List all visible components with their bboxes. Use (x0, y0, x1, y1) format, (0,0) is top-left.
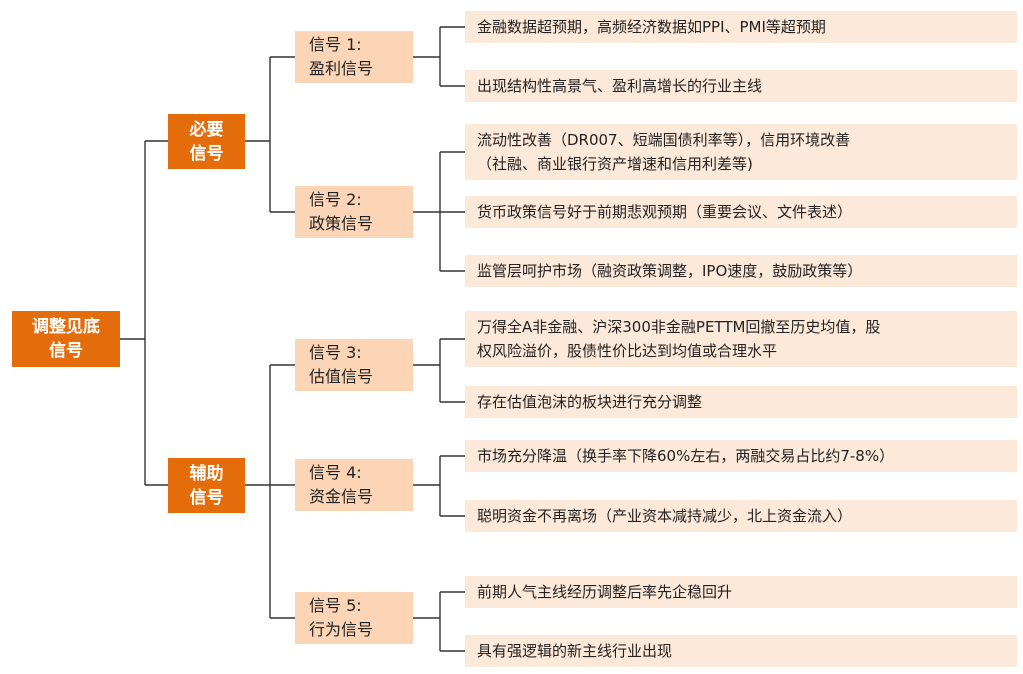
detail-item: 前期人气主线经历调整后率先企稳回升 (465, 576, 1017, 608)
signal-1: 信号 1: 盈利信号 (295, 31, 413, 83)
detail-item: 具有强逻辑的新主线行业出现 (465, 635, 1017, 667)
detail-item: 出现结构性高景气、盈利高增长的行业主线 (465, 70, 1017, 102)
signal-label: 信号 3: 估值信号 (309, 343, 374, 386)
detail-item: 万得全A非金融、沪深300非金融PETTM回撤至历史均值，股 权风险溢价，股债性… (465, 311, 1017, 367)
detail-item: 流动性改善（DR007、短端国债利率等），信用环境改善 （社融、商业银行资产增速… (465, 124, 1017, 180)
signal-4: 信号 4: 资金信号 (295, 459, 413, 511)
signal-label: 信号 2: 政策信号 (309, 190, 374, 233)
detail-item: 金融数据超预期，高频经济数据如PPI、PMI等超预期 (465, 11, 1017, 43)
signal-label: 信号 4: 资金信号 (309, 463, 374, 506)
category-auxiliary: 辅助 信号 (168, 458, 245, 513)
root-node: 调整见底 信号 (12, 311, 120, 367)
signal-5: 信号 5: 行为信号 (295, 592, 413, 644)
signal-label: 信号 5: 行为信号 (309, 596, 374, 639)
signal-2: 信号 2: 政策信号 (295, 186, 413, 238)
detail-item: 监管层呵护市场（融资政策调整，IPO速度，鼓励政策等） (465, 255, 1017, 287)
signal-label: 信号 1: 盈利信号 (309, 35, 374, 78)
detail-item: 存在估值泡沫的板块进行充分调整 (465, 386, 1017, 418)
category-label: 辅助 信号 (189, 463, 224, 508)
detail-item: 市场充分降温（换手率下降60%左右，两融交易占比约7-8%） (465, 440, 1017, 472)
category-required: 必要 信号 (168, 114, 245, 169)
signal-3: 信号 3: 估值信号 (295, 339, 413, 391)
detail-item: 聪明资金不再离场（产业资本减持减少，北上资金流入） (465, 500, 1017, 532)
category-label: 必要 信号 (189, 119, 224, 164)
root-label: 调整见底 信号 (32, 317, 100, 361)
detail-item: 货币政策信号好于前期悲观预期（重要会议、文件表述） (465, 196, 1017, 228)
